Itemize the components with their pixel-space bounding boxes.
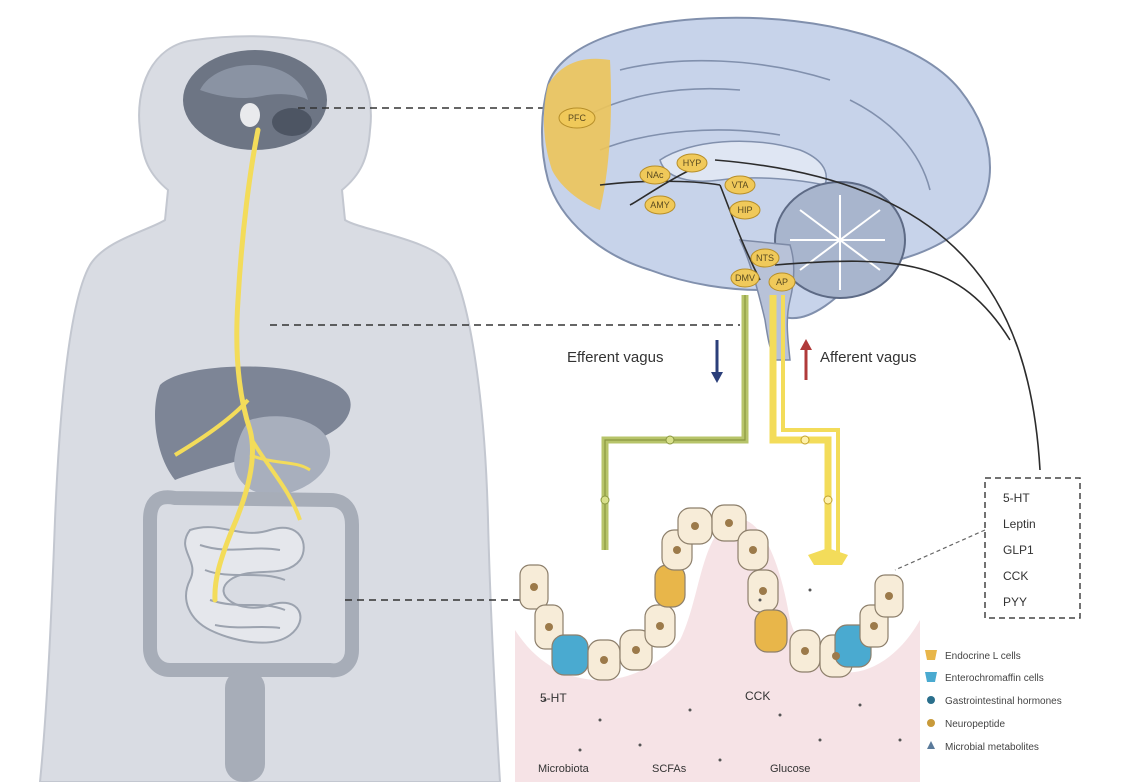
- efferent-vagus-text: Efferent vagus: [567, 349, 663, 366]
- legend: Endocrine L cells Enterochromaffin cells…: [925, 650, 1062, 753]
- region-label: DMV: [735, 273, 755, 283]
- afferent-vagus-text: Afferent vagus: [820, 349, 916, 366]
- legend-label: Enterochromaffin cells: [945, 673, 1044, 684]
- region-label: PFC: [568, 113, 587, 123]
- legend-item: Microbial metabolites: [927, 741, 1039, 753]
- gut-label-cck: CCK: [745, 689, 770, 703]
- legend-label: Gastrointestinal hormones: [945, 696, 1062, 707]
- gut-label-glucose: Glucose: [770, 763, 810, 775]
- gut-tissue: 5-HT CCK Microbiota SCFAs Glucose: [515, 505, 920, 782]
- region-label: NAc: [646, 170, 664, 180]
- legend-item: Endocrine L cells: [925, 650, 1021, 662]
- hormone-item: Leptin: [1003, 517, 1036, 531]
- gut-label-scfas: SCFAs: [652, 763, 687, 775]
- legend-item: Enterochromaffin cells: [925, 672, 1044, 684]
- region-label: HIP: [737, 205, 752, 215]
- legend-label: Neuropeptide: [945, 719, 1005, 730]
- afferent-vagus-label: Afferent vagus: [800, 339, 916, 380]
- region-label: AP: [776, 277, 788, 287]
- region-label: NTS: [756, 253, 774, 263]
- hormone-item: CCK: [1003, 569, 1028, 583]
- region-label: HYP: [683, 158, 702, 168]
- legend-item: Neuropeptide: [927, 719, 1005, 730]
- hormone-box: 5-HT Leptin GLP1 CCK PYY: [895, 478, 1080, 618]
- legend-label: Microbial metabolites: [945, 742, 1039, 753]
- hormone-item: PYY: [1003, 595, 1027, 609]
- legend-item: Gastrointestinal hormones: [927, 696, 1062, 707]
- gut-label-microbiota: Microbiota: [538, 763, 590, 775]
- region-label: AMY: [650, 200, 670, 210]
- region-label: VTA: [732, 180, 749, 190]
- hormone-item: GLP1: [1003, 543, 1034, 557]
- hormone-item: 5-HT: [1003, 491, 1030, 505]
- afferent-vagus-path: [773, 295, 848, 565]
- gut-label-serotonin: 5-HT: [540, 691, 567, 705]
- large-brain: PFC NAc HYP VTA AMY HIP NTS DMV AP: [542, 18, 1040, 470]
- legend-label: Endocrine L cells: [945, 651, 1021, 662]
- efferent-vagus-label: Efferent vagus: [567, 340, 723, 383]
